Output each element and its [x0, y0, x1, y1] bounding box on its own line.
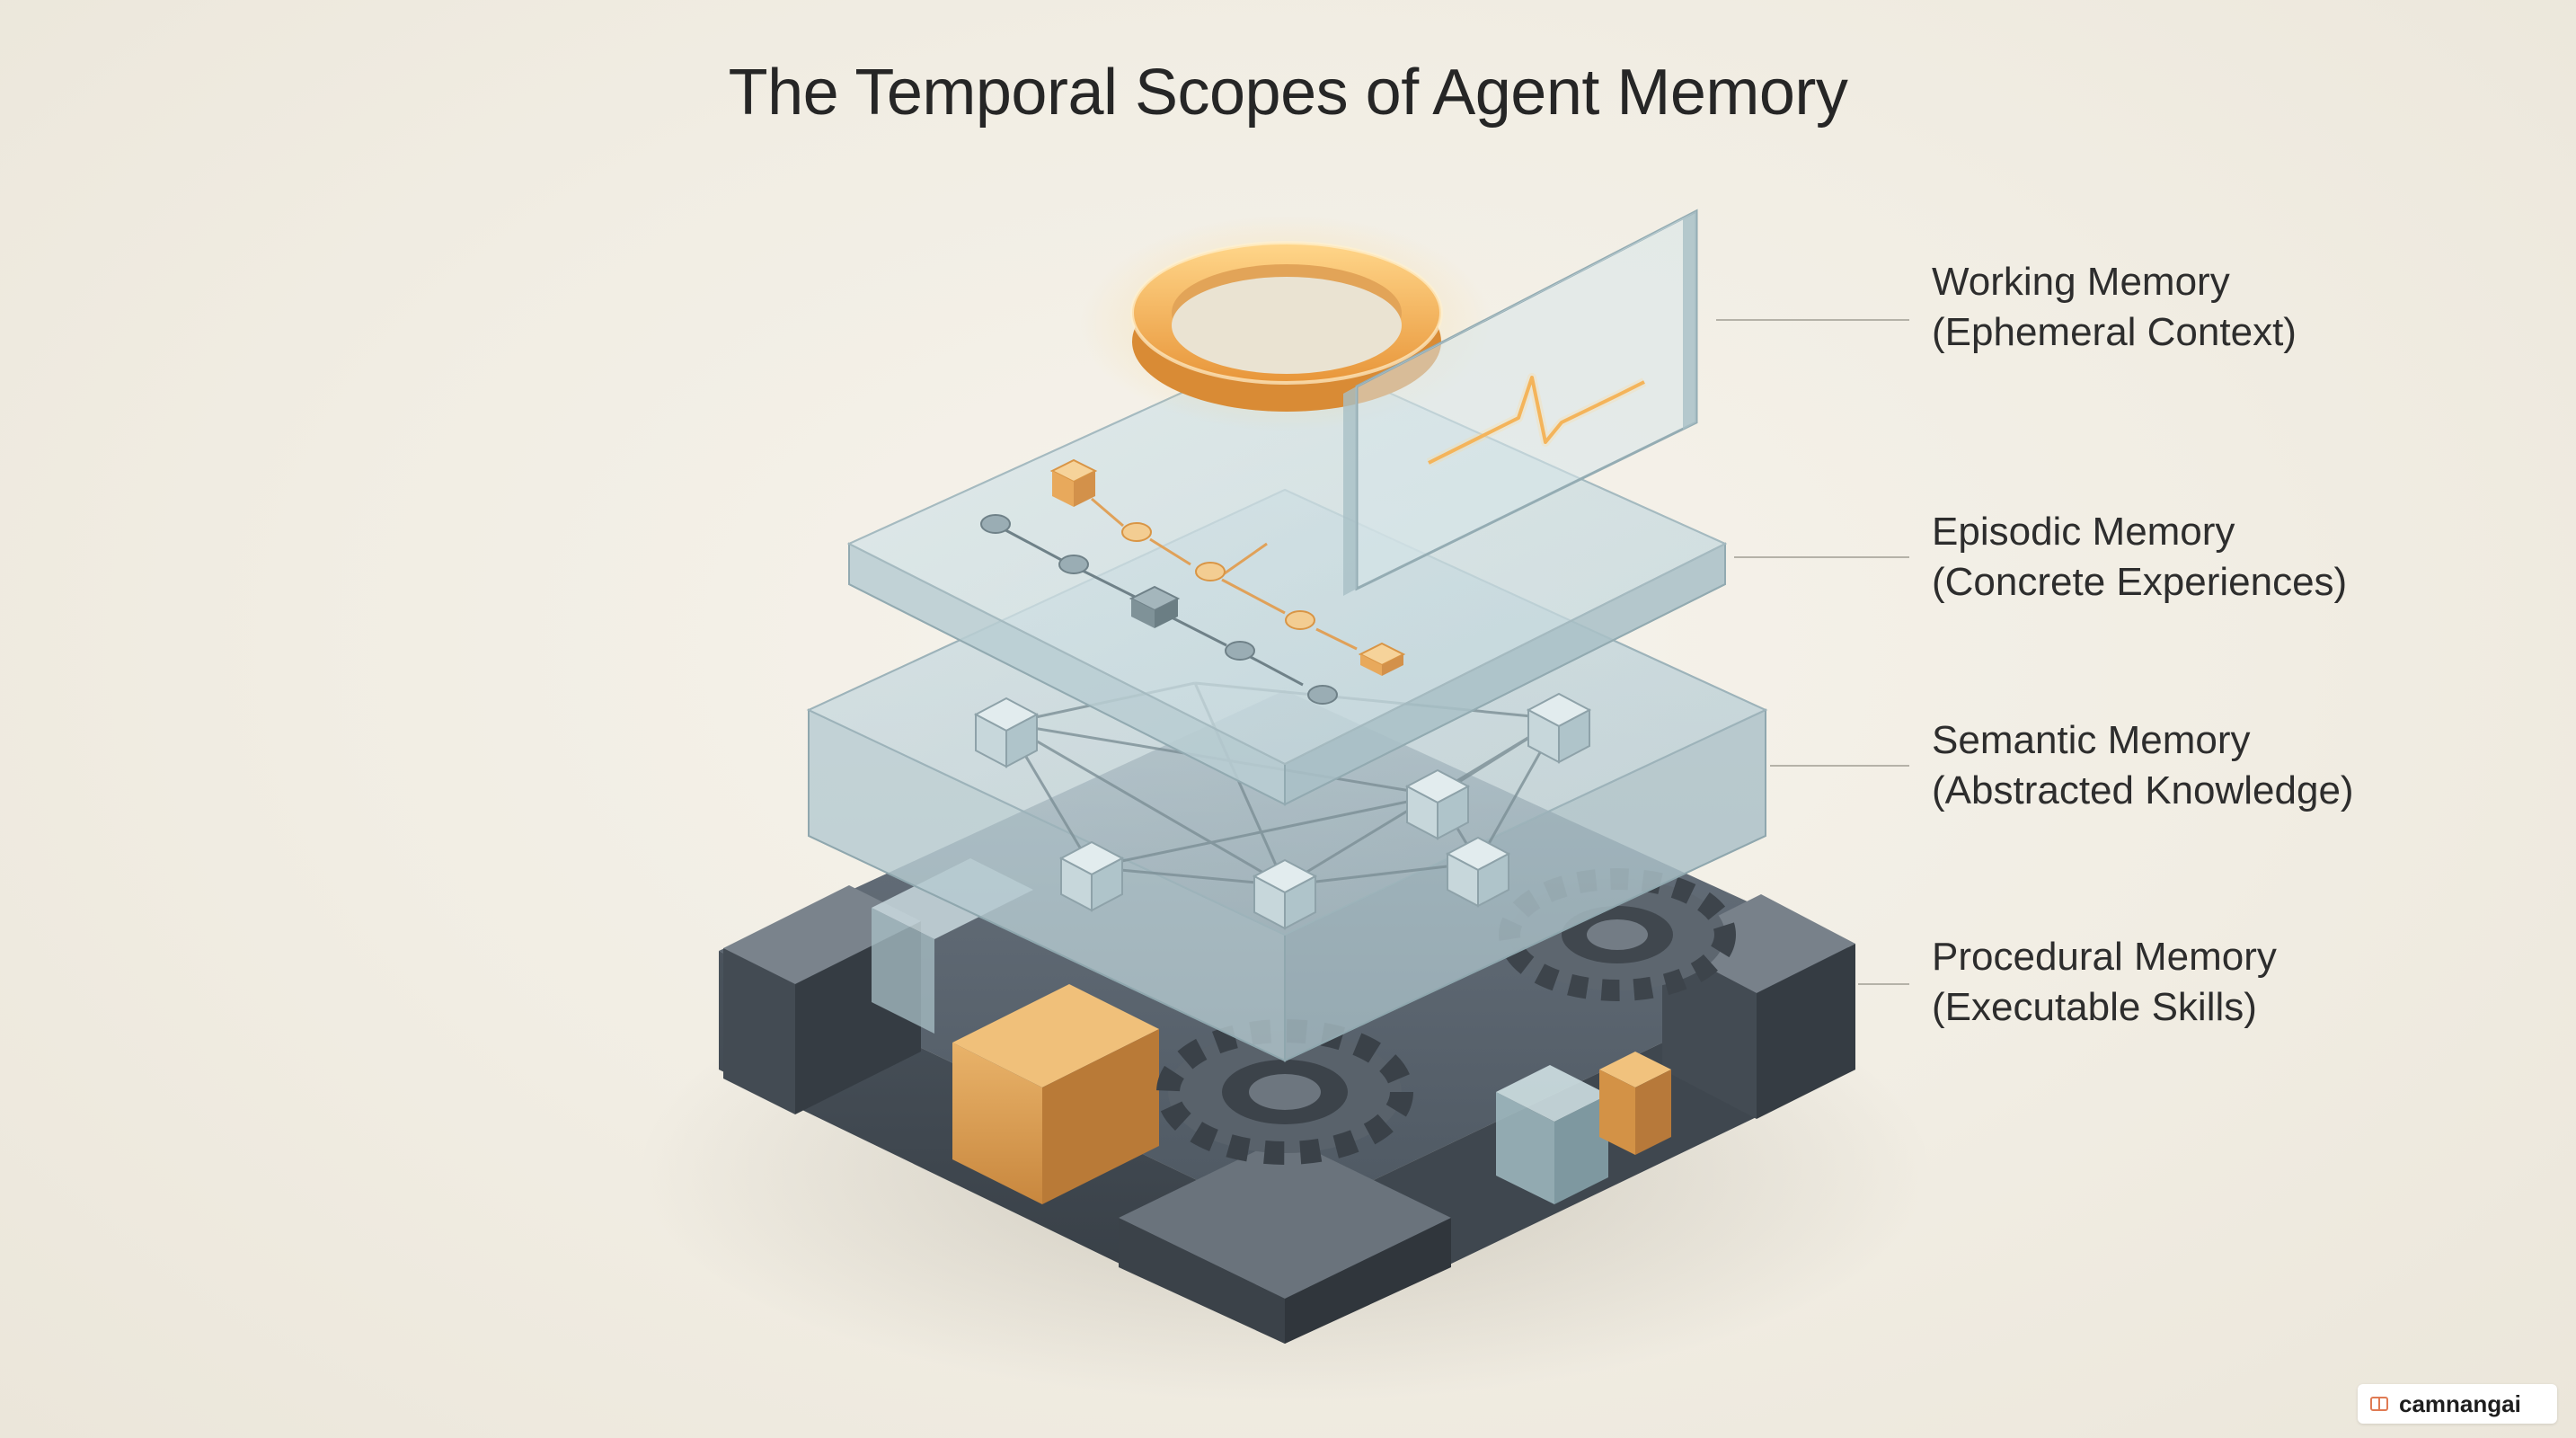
- camera-icon: [2370, 1397, 2388, 1411]
- layer-name: Semantic Memory: [1932, 718, 2251, 762]
- context-panel: [1343, 209, 1698, 596]
- layer-name: Procedural Memory: [1932, 935, 2277, 979]
- page-title: The Temporal Scopes of Agent Memory: [728, 57, 1848, 129]
- layer-subtitle: (Executable Skills): [1932, 985, 2257, 1029]
- cube-icon: [973, 692, 1592, 930]
- layer-subtitle: (Concrete Experiences): [1932, 560, 2348, 604]
- label-procedural-memory: Procedural Memory (Executable Skills): [1932, 932, 2277, 1033]
- layer-name: Working Memory: [1932, 260, 2230, 304]
- layer-name: Episodic Memory: [1932, 510, 2235, 554]
- gear-icon: [1156, 1019, 1413, 1165]
- waveform-icon: [1428, 376, 1645, 465]
- watermark-badge[interactable]: camnangai: [2358, 1384, 2557, 1424]
- label-semantic-memory: Semantic Memory (Abstracted Knowledge): [1932, 715, 2354, 816]
- layer-subtitle: (Abstracted Knowledge): [1932, 768, 2354, 812]
- layer-subtitle: (Ephemeral Context): [1932, 310, 2297, 354]
- cube-icon: [1049, 458, 1098, 507]
- watermark-text: camnangai: [2399, 1389, 2521, 1417]
- leader-lines: [1716, 319, 1909, 985]
- ring-icon: [1130, 241, 1443, 412]
- label-working-memory: Working Memory (Ephemeral Context): [1932, 257, 2297, 358]
- working-layer: [1080, 209, 1698, 596]
- label-episodic-memory: Episodic Memory (Concrete Experiences): [1932, 507, 2347, 608]
